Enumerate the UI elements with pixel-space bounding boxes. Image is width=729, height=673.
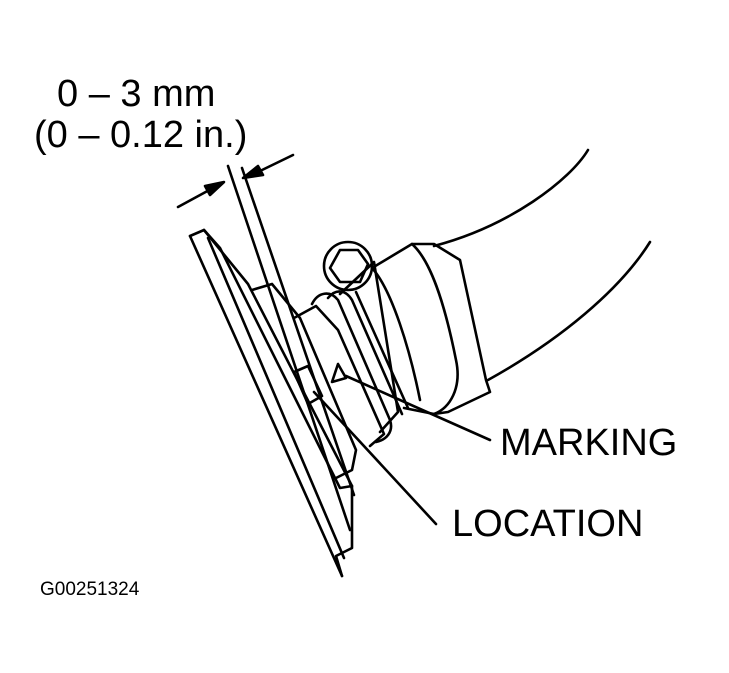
location-label: LOCATION [452, 503, 644, 545]
boot-bellows [310, 260, 410, 444]
marking-triangle-icon [330, 362, 348, 384]
housing-outline [370, 242, 492, 416]
bolt-head-outline [322, 240, 374, 292]
shaft-lower-edge [486, 240, 652, 382]
dimension-arrow-right-line [258, 153, 295, 173]
boot-groove [354, 290, 410, 410]
bolt [322, 240, 374, 292]
marking-label: MARKING [500, 422, 678, 464]
shaft-housing [370, 242, 492, 416]
marks [292, 362, 348, 406]
hub-outline [250, 282, 358, 480]
dimension-arrow-left-head [203, 180, 226, 197]
dimension-bracket [176, 153, 352, 532]
housing-band [370, 266, 422, 402]
marking-leader [344, 374, 492, 442]
leader-lines [312, 374, 492, 526]
location-mark-rectangle [292, 364, 324, 406]
reference-line-lower [240, 166, 356, 497]
boot-body [338, 260, 400, 434]
plate-outer-outline [188, 228, 354, 578]
reference-line [226, 164, 352, 532]
housing-front-face [410, 242, 459, 416]
plate-rim [202, 228, 354, 490]
figure-id: G00251324 [40, 579, 140, 600]
bolt-head-hex [328, 248, 370, 284]
dimension-arrow-right-head [241, 164, 265, 180]
hub-boss [250, 282, 386, 480]
drive-shaft [432, 148, 652, 382]
shaft-upper-edge [432, 148, 590, 248]
boot-ring-1 [310, 292, 393, 444]
plate-face-line [206, 236, 346, 560]
dimension-imperial: (0 – 0.12 in.) [34, 114, 248, 156]
flange-plate [188, 166, 356, 578]
dimension-metric: 0 – 3 mm [57, 73, 216, 115]
hub-step [292, 304, 386, 448]
location-leader [312, 390, 438, 526]
plate-inner-edge [188, 234, 344, 578]
